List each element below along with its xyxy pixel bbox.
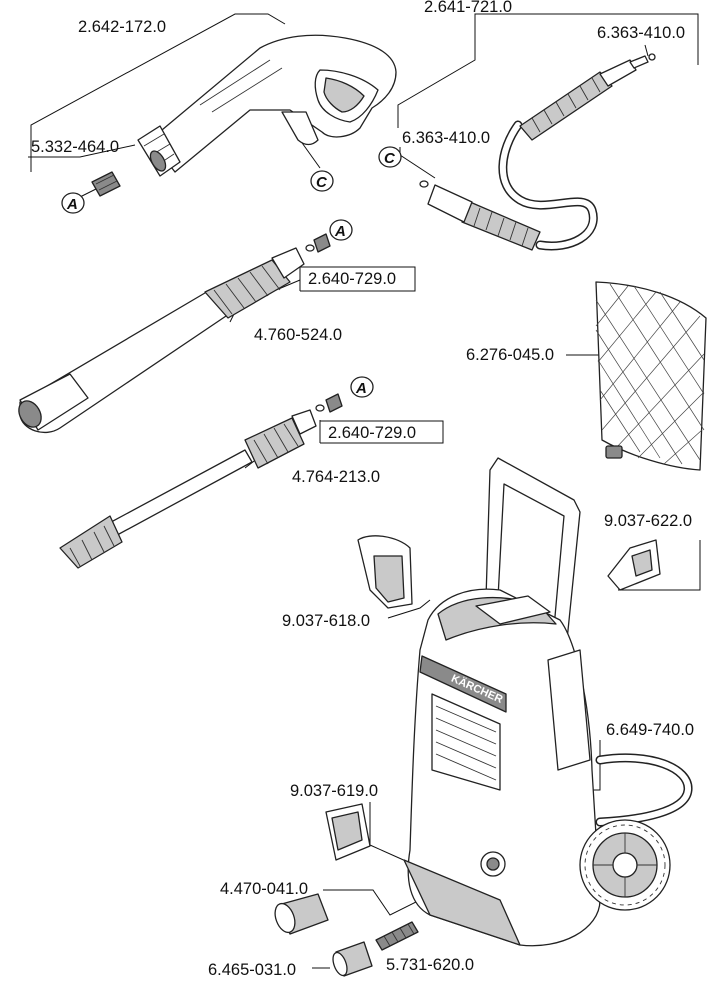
gun-screw [91,171,121,197]
part-number-gun-screw: 5.332-464.0 [31,138,119,156]
lance-dirt-blaster [59,393,343,569]
callout-a-gun-label: A [66,196,78,213]
holder-left [357,535,413,609]
callout-a-lance1: A [329,219,353,241]
part-number-coupling-2: 2.640-729.0 [328,424,416,442]
part-number-coupling-1: 2.640-729.0 [308,270,396,288]
lance-vario [18,233,331,433]
callout-c-hose: C [378,146,402,168]
callout-a-lance2: A [350,376,374,398]
part-number-lance-1: 4.760-524.0 [254,326,342,344]
part-number-cable: 6.649-740.0 [606,721,694,739]
pressure-washer-machine: KÄRCHER [403,457,693,947]
part-number-holder-bottom: 9.037-619.0 [290,782,378,800]
part-number-labels: 2.642-172.0 2.641-721.0 6.363-410.0 6.36… [31,0,694,979]
part-number-hose-adapter: 6.465-031.0 [208,961,296,979]
inlet-screw [375,921,419,951]
part-number-hose: 2.641-721.0 [424,0,512,16]
callout-c-gun: C [310,170,334,192]
callout-a-gun: A [61,192,85,214]
part-number-lance-2: 4.764-213.0 [292,468,380,486]
part-number-inlet-screw: 5.731-620.0 [386,956,474,974]
callout-a-lance1-label: A [334,223,346,240]
part-number-holder-right: 9.037-622.0 [604,512,692,530]
part-number-holder-left: 9.037-618.0 [282,612,370,630]
part-number-gun: 2.642-172.0 [78,18,166,36]
part-number-oring-top: 6.363-410.0 [597,24,685,42]
callout-c-gun-label: C [316,174,328,191]
water-connector [274,893,329,935]
trigger-gun [137,34,397,177]
part-number-water-connector: 4.470-041.0 [220,880,308,898]
filter-bag [595,281,707,471]
hose-adapter [332,941,373,977]
callout-a-lance2-label: A [355,380,367,397]
high-pressure-hose [419,53,656,251]
holder-right [607,539,661,591]
holder-bottom [325,803,371,861]
part-number-filter-bag: 6.276-045.0 [466,346,554,364]
callout-c-hose-label: C [384,150,396,167]
part-number-oring-mid: 6.363-410.0 [402,129,490,147]
